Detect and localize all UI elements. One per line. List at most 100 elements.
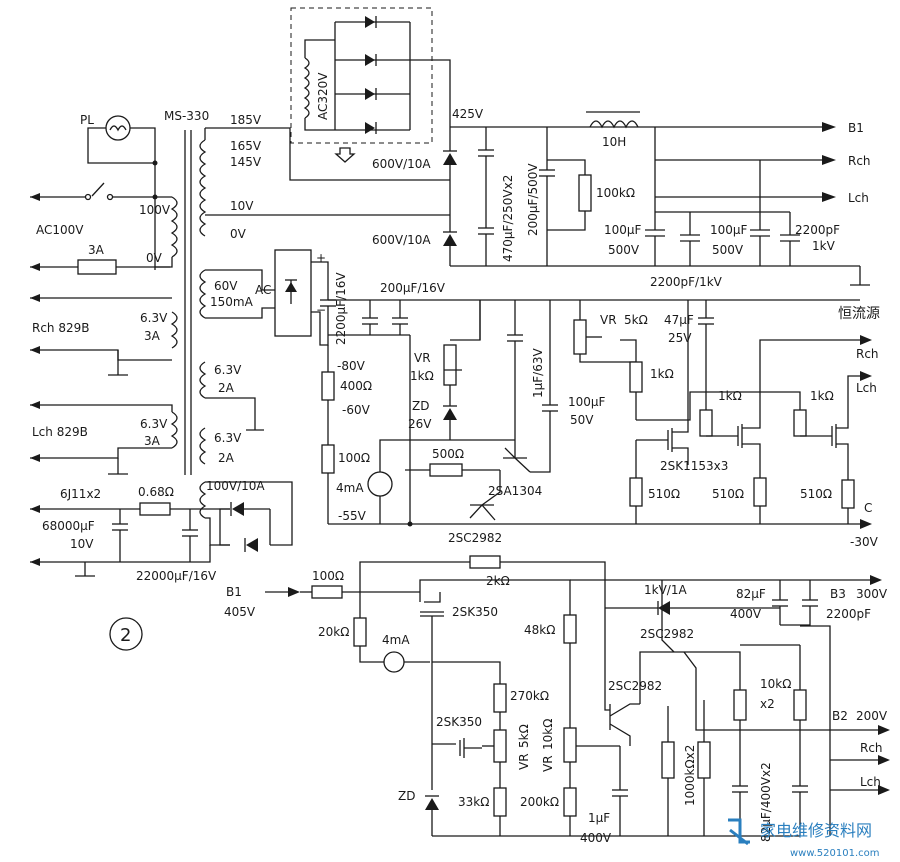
ccs-vr1-label: VR <box>414 351 431 365</box>
reg-zd: ZD <box>398 789 415 803</box>
output-rch: Rch <box>848 154 871 168</box>
reg-input-label: B1 <box>226 585 242 599</box>
filament-cap1-voltage: 10V <box>70 537 94 551</box>
ccs-r1k-b: 1kΩ <box>718 389 742 403</box>
hv-bleeder-resistor: 100kΩ <box>596 186 635 200</box>
watermark-cn: 家电维修资料网 <box>760 821 872 840</box>
ccs-r400: 400Ω <box>340 379 372 393</box>
reg-c1u-value: 1μF <box>588 811 610 825</box>
reg-fet2: 2SK350 <box>436 715 482 729</box>
ccs-zd-label: ZD <box>412 399 429 413</box>
constant-current-source: AC +− 2200μF/16V 200μF/16V -80V 400Ω -60… <box>255 249 880 549</box>
reg-r10k-count: x2 <box>760 697 775 711</box>
pilot-lamp-label: PL <box>80 113 94 127</box>
ccs-v80: -80V <box>337 359 366 373</box>
ccs-r100: 100Ω <box>338 451 370 465</box>
hv-c100b-value: 100μF <box>710 223 748 237</box>
reg-b3-voltage: 300V <box>856 587 888 601</box>
filament-cap1-value: 68000μF <box>42 519 95 533</box>
heater2-voltage: 6.3V <box>214 363 242 377</box>
filament-supply: 6J11x2 0.68Ω 68000μF 10V 22000μF/16V <box>30 485 271 583</box>
ccs-meter-label: 4mA <box>336 481 364 495</box>
output-b1: B1 <box>848 121 864 135</box>
ccs-title: 恒流源 <box>838 306 880 322</box>
ccs-v55: -55V <box>338 509 367 523</box>
hv-c2200-voltage: 1kV <box>812 239 836 253</box>
reg-c82-value: 82μF <box>736 587 766 601</box>
hv-c100a-value: 100μF <box>604 223 642 237</box>
ccs-r510-c: 510Ω <box>800 487 832 501</box>
svg-text:+: + <box>316 251 326 265</box>
ccs-zd-value: 26V <box>408 417 432 431</box>
heater3-voltage: 6.3V <box>140 417 168 431</box>
bias-tap-current: 150mA <box>210 295 254 309</box>
reg-c82x2: 82μF/400Vx2 <box>759 762 773 842</box>
heater4-current: 2A <box>218 451 235 465</box>
hv-tap-145: 145V <box>230 155 262 169</box>
output-lch: Lch <box>848 191 869 205</box>
ccs-vr1-value: 1kΩ <box>410 369 434 383</box>
reg-r48: 48kΩ <box>524 623 555 637</box>
bridge-rectifier-box: AC320V <box>290 7 433 163</box>
heater1-voltage: 6.3V <box>140 311 168 325</box>
reg-b2-voltage: 200V <box>856 709 888 723</box>
ccs-r500: 500Ω <box>432 447 464 461</box>
transformer-model: MS-330 <box>164 109 209 123</box>
heater1-current: 3A <box>144 329 161 343</box>
hv-425-label: 425V <box>452 107 484 121</box>
mains-voltage-label: AC100V <box>36 223 84 237</box>
reg-lch: Lch <box>860 775 881 789</box>
reg-r270: 270kΩ <box>510 689 549 703</box>
ccs-v60: -60V <box>342 403 371 417</box>
bridge-diodes <box>365 16 377 134</box>
hv-choke-label: 10H <box>602 135 626 149</box>
heater2-current: 2A <box>218 381 235 395</box>
ccs-c100-voltage: 50V <box>570 413 594 427</box>
hv-cap1-label: 470μF/250Vx2 <box>501 175 515 262</box>
hv-filter: 425V 600V/10A 600V/10A 470μF/250Vx2 200μ… <box>372 59 871 289</box>
filament-cap2-label: 22000μF/16V <box>136 569 217 583</box>
watermark-url: www.520101.com <box>790 848 880 859</box>
low-winding-label: 100V/10A <box>206 479 265 493</box>
heater-lch-label: Lch 829B <box>32 425 88 439</box>
primary-tap-0: 0V <box>146 251 163 265</box>
reg-c1u-voltage: 400V <box>580 831 612 845</box>
reg-vr5-value: 5kΩ <box>517 724 531 748</box>
ccs-out-voltage: -30V <box>850 535 879 549</box>
reg-b3-label: B3 <box>830 587 846 601</box>
reg-diode-rating: 1kV/1A <box>644 583 687 597</box>
reg-c2200: 2200pF <box>826 607 871 621</box>
ccs-out-lch: Lch <box>856 381 877 395</box>
bridge-box-label: AC320V <box>316 72 330 120</box>
hv-regulator: B1 405V 100Ω 2kΩ 20kΩ 4mA 2SK350 270kΩ V… <box>224 555 890 845</box>
reg-r100: 100Ω <box>312 569 344 583</box>
reg-vr10-value: 10kΩ <box>541 719 555 750</box>
ccs-out-c: C <box>864 501 872 515</box>
filament-resistor: 0.68Ω <box>138 485 174 499</box>
hv-tap-165: 165V <box>230 139 262 153</box>
hv-c100b-voltage: 500V <box>712 243 744 257</box>
ccs-fet-label: 2SK1153x3 <box>660 459 728 473</box>
ccs-fet-array: 1kΩ 1kΩ 2SK1153x3 510Ω 510Ω <box>629 300 860 524</box>
ccs-c1u-label: 1μF/63V <box>531 348 545 398</box>
reg-c82-voltage: 400V <box>730 607 762 621</box>
heater3-current: 3A <box>144 434 161 448</box>
section-marker: 2 <box>109 617 143 651</box>
ccs-c100-value: 100μF <box>568 395 606 409</box>
reg-rch: Rch <box>860 741 883 755</box>
ccs-q1-label: 2SA1304 <box>488 484 542 498</box>
reg-vr5-label: VR <box>517 753 531 770</box>
reg-r1000k: 1000kΩx2 <box>683 745 697 806</box>
heater-outputs: Rch 829B Lch 829B <box>30 294 173 475</box>
reg-r33: 33kΩ <box>458 795 489 809</box>
bias-bridge-ac-label: AC <box>255 283 271 297</box>
ccs-r1k-c: 1kΩ <box>810 389 834 403</box>
filament-tube-label: 6J11x2 <box>60 487 101 501</box>
hv-c2200b-label: 2200pF/1kV <box>650 275 723 289</box>
hv-c100a-voltage: 500V <box>608 243 640 257</box>
ccs-r1k-a: 1kΩ <box>650 367 674 381</box>
reg-fet1: 2SK350 <box>452 605 498 619</box>
ccs-cap-2200-label: 2200μF/16V <box>334 272 348 345</box>
reg-meter: 4mA <box>382 633 410 647</box>
